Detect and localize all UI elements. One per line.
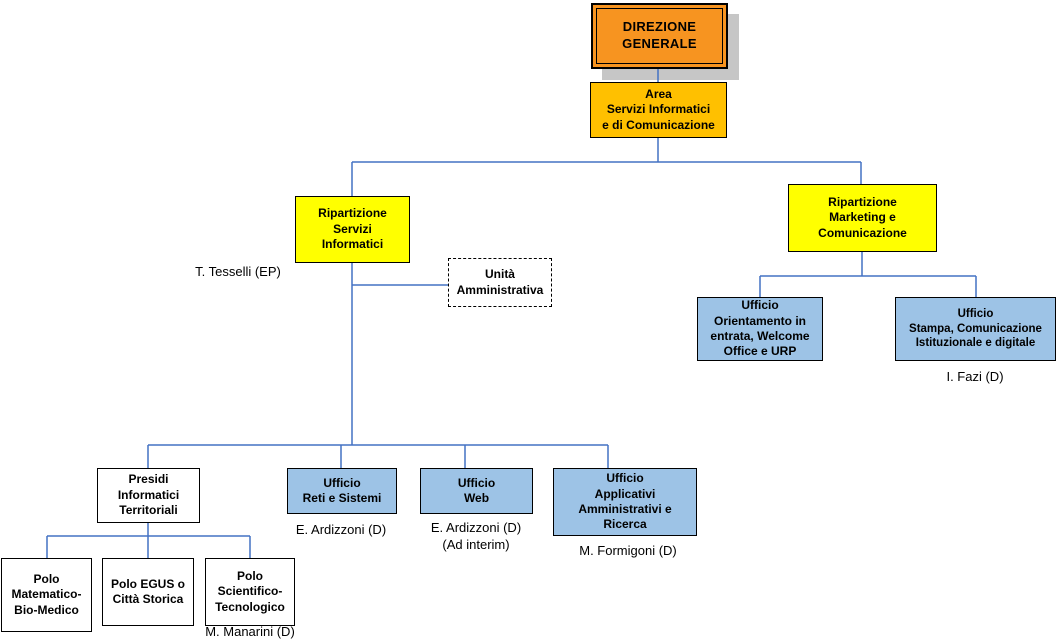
node-presidi-informatici-territoriali: Presidi Informatici Territoriali xyxy=(97,468,200,523)
node-ufficio-applicativi: Ufficio Applicativi Amministrativi e Ric… xyxy=(553,468,697,536)
node-ripartizione-marketing: Ripartizione Marketing e Comunicazione xyxy=(788,184,937,252)
node-ufficio-stampa: Ufficio Stampa, Comunicazione Istituzion… xyxy=(895,297,1056,361)
label-ardizzoni-web: E. Ardizzoni (D) (Ad interim) xyxy=(430,520,522,552)
node-polo-matematico-bio-medico: Polo Matematico- Bio-Medico xyxy=(1,558,92,632)
node-ufficio-web: Ufficio Web xyxy=(420,468,533,514)
node-area-servizi-informatici: Area Servizi Informatici e di Comunicazi… xyxy=(590,82,727,138)
node-polo-scientifico-tecnologico: Polo Scientifico- Tecnologico xyxy=(205,558,295,626)
node-unita-amministrativa: Unità Amministrativa xyxy=(448,258,552,307)
label-formigoni: M. Formigoni (D) xyxy=(579,543,677,558)
label-manarini: M. Manarini (D) xyxy=(205,624,295,639)
node-ufficio-orientamento: Ufficio Orientamento in entrata, Welcome… xyxy=(697,297,823,361)
org-connectors-path xyxy=(46,69,977,558)
label-ardizzoni-reti: E. Ardizzoni (D) xyxy=(295,522,387,537)
node-ripartizione-servizi-informatici: Ripartizione Servizi Informatici xyxy=(295,196,410,263)
node-direzione-generale: DIREZIONE GENERALE xyxy=(591,3,728,69)
label-tesselli: T. Tesselli (EP) xyxy=(195,264,281,279)
node-ufficio-reti-e-sistemi: Ufficio Reti e Sistemi xyxy=(287,468,397,514)
label-fazi: I. Fazi (D) xyxy=(946,369,1004,384)
node-polo-egus-citta-storica: Polo EGUS o Città Storica xyxy=(102,558,194,626)
